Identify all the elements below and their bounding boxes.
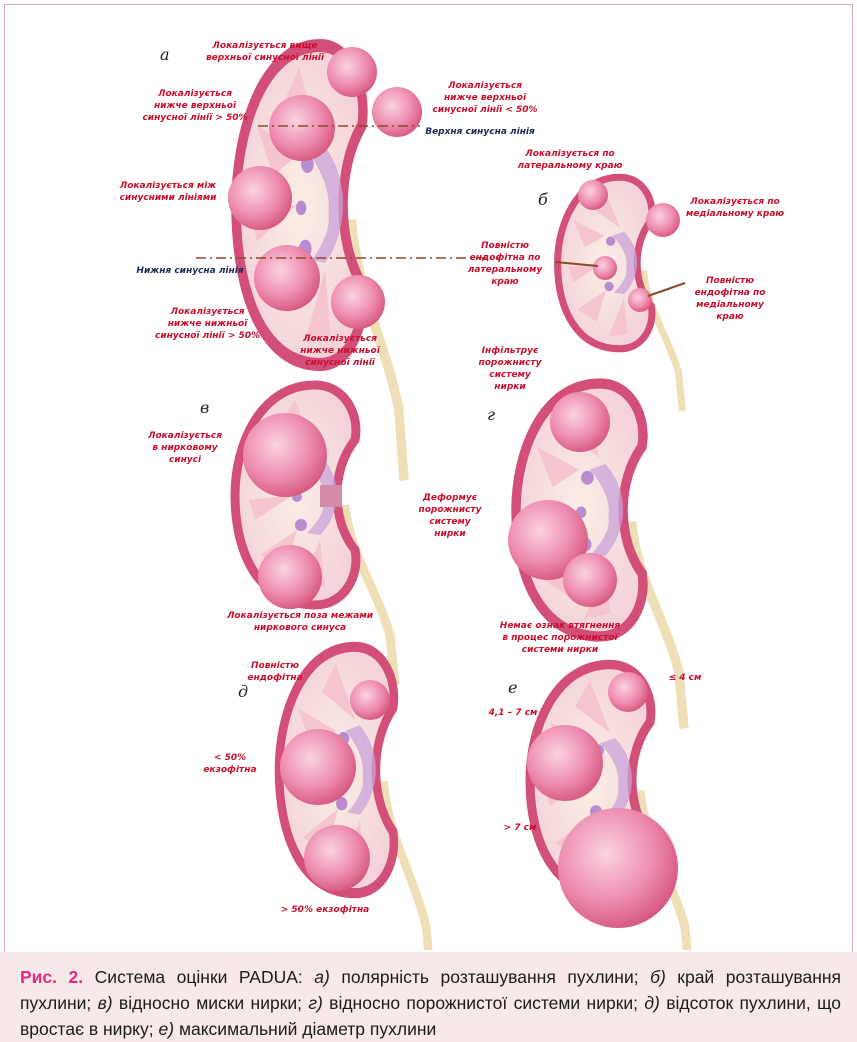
caption-text-a: полярність розташування пухлини; xyxy=(330,967,650,987)
caption-key-b: б) xyxy=(650,967,666,987)
label-below-upper-lt50: Локалізується нижче верхньої синусної лі… xyxy=(430,80,540,116)
label-upper-sinus-line: Верхня синусна лінія xyxy=(420,126,540,138)
panel-letter-v: в xyxy=(200,398,209,417)
caption-text-v: відносно миски нирки; xyxy=(113,993,309,1013)
caption-text-g: відносно порожнистої системи нирки; xyxy=(323,993,645,1013)
label-infiltrates-collecting-system: Інфільтрує порожнисту систему нирки xyxy=(470,345,550,393)
panel-letter-g: г xyxy=(487,405,495,424)
caption-key-g: г) xyxy=(308,993,322,1013)
panel-letter-d: д xyxy=(238,682,248,701)
panel-b-kidney xyxy=(555,177,685,411)
label-medial-edge: Локалізується по медіальному краю xyxy=(675,196,795,220)
caption-intro: Система оцінки PADUA: xyxy=(83,967,314,987)
label-lt50-exophytic: < 50% екзофітна xyxy=(190,752,270,776)
panel-v-kidney xyxy=(235,385,395,685)
label-deforms-collecting-system: Деформує порожнисту систему нирки xyxy=(410,492,490,540)
caption-key-e: е) xyxy=(159,1019,175,1039)
caption-key-d: д) xyxy=(644,993,660,1013)
label-no-involvement: Немає ознак втягнення в процес порожнист… xyxy=(480,620,640,656)
panel-letter-e: е xyxy=(508,678,517,697)
figure-caption: Рис. 2. Система оцінки PADUA: а) полярні… xyxy=(0,952,857,1042)
caption-text-e: максимальний діаметр пухлини xyxy=(174,1019,436,1039)
label-outside-renal-sinus: Локалізується поза межами ниркового сину… xyxy=(215,610,385,634)
label-gt50-exophytic: > 50% екзофітна xyxy=(270,904,380,916)
label-lower-sinus-line: Нижня синусна лінія xyxy=(130,265,250,277)
label-between-lines: Локалізується між синусними лініями xyxy=(108,180,228,204)
label-endophytic-medial: Повністю ендофітна по медіальному краю xyxy=(680,275,780,323)
label-lateral-edge: Локалізується по латеральному краю xyxy=(505,148,635,172)
label-below-lower: Локалізується нижче нижньої синусної лін… xyxy=(285,333,395,369)
label-below-lower-gt50: Локалізується нижче нижньої синусної лін… xyxy=(150,306,265,342)
label-size-gt7: > 7 см xyxy=(495,822,545,834)
label-size-4-7: 4,1 – 7 см xyxy=(478,707,548,719)
kidney-illustrations xyxy=(0,0,857,950)
label-above-upper-line: Локалізується вище верхньої синусної лін… xyxy=(200,40,330,64)
panel-e-kidney xyxy=(527,665,690,951)
caption-key-a: а) xyxy=(314,967,330,987)
label-endophytic-lateral: Повністю ендофітна по латеральному краю xyxy=(455,240,555,288)
label-size-le4: ≤ 4 см xyxy=(655,672,715,684)
panel-letter-a: а xyxy=(160,45,170,64)
caption-figure-number: Рис. 2. xyxy=(20,967,83,987)
label-below-upper-gt50: Локалізується нижче верхньої синусної лі… xyxy=(140,88,250,124)
label-in-renal-sinus: Локалізується в нирковому синусі xyxy=(135,430,235,466)
panel-letter-b: б xyxy=(538,190,548,209)
label-fully-endophytic: Повністю ендофітна xyxy=(230,660,320,684)
caption-key-v: в) xyxy=(98,993,113,1013)
